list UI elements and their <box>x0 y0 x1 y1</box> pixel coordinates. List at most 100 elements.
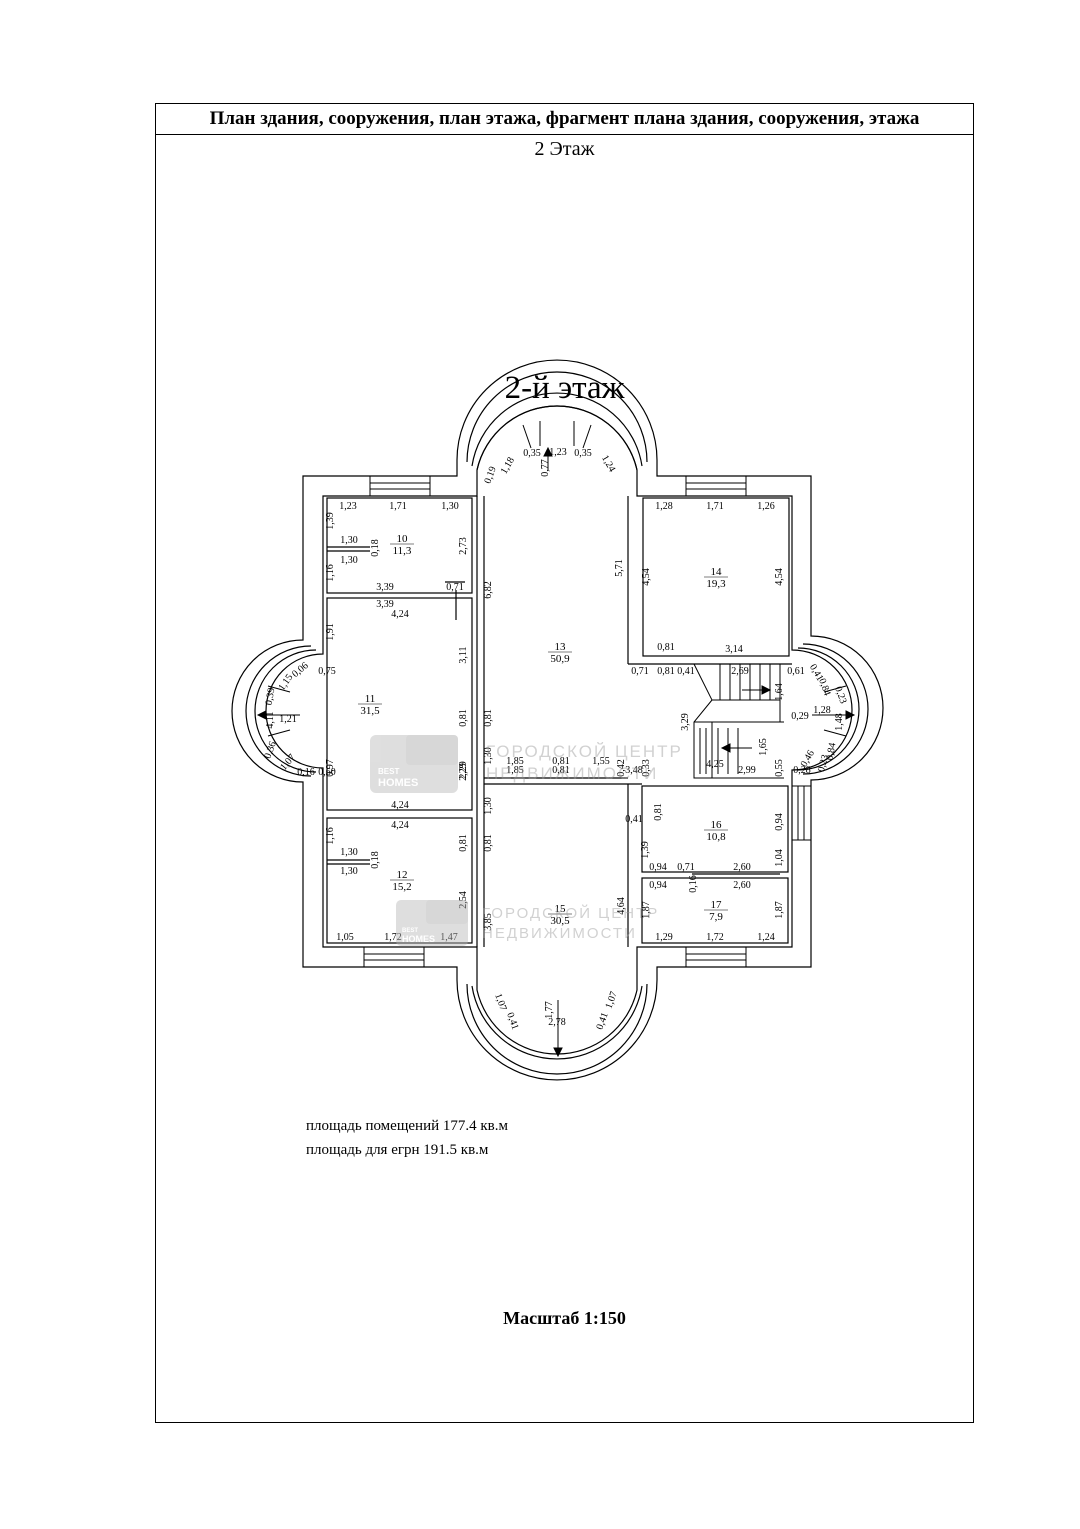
dimension-label: 1,28 <box>655 501 673 512</box>
dimension-label: 0,75 <box>318 666 336 677</box>
dimension-label: 1,71 <box>706 501 724 512</box>
dimension-label: 1,23 <box>339 501 357 512</box>
dimension-label: 0,84 <box>816 677 832 697</box>
dimension-label: 1,07 <box>492 992 508 1012</box>
dimension-label: 0,33 <box>641 759 652 777</box>
dimension-label: 1,26 <box>757 501 775 512</box>
dimension-label: 1,30 <box>441 501 459 512</box>
dimension-label: 0,60 <box>318 767 336 778</box>
dimension-label: 2,73 <box>458 537 469 555</box>
dimension-label: 1,30 <box>340 866 358 877</box>
dimension-label: 0,35 <box>574 448 592 459</box>
room-area: 19,3 <box>706 578 726 590</box>
dimension-label: 4,25 <box>706 759 724 770</box>
dimension-label: 0,41 <box>625 814 643 825</box>
dimension-label: 0,94 <box>774 813 785 831</box>
dimension-label: 4,24 <box>391 609 409 620</box>
dimension-label: 1,48 <box>834 713 845 731</box>
dimension-label: 0,23 <box>816 753 831 773</box>
dimension-label: 0,23 <box>832 685 848 705</box>
dimension-label: 3,29 <box>680 713 691 731</box>
logo-text: HOMES <box>402 934 435 944</box>
dimension-label: 0,81 <box>657 642 675 653</box>
dimension-label: 1,30 <box>340 555 358 566</box>
dimension-label: 2,60 <box>733 880 751 891</box>
room-id: 17 <box>711 899 723 911</box>
watermark-text: НЕДВИЖИМОСТИ <box>486 764 658 783</box>
dimension-label: 0,61 <box>787 666 805 677</box>
dimension-label: 1,07 <box>603 990 619 1010</box>
room-id: 13 <box>555 641 567 653</box>
room-id: 16 <box>711 819 723 831</box>
room-id: 15 <box>555 903 567 915</box>
dimension-label: 0,18 <box>370 851 381 869</box>
dimension-label: 0,29 <box>791 711 809 722</box>
dimension-label: 0,55 <box>774 759 785 777</box>
best-homes-logo <box>370 735 458 793</box>
dimension-label: 0,94 <box>649 862 667 873</box>
dimension-label: 1,87 <box>774 901 785 919</box>
dimension-label: 1,30 <box>483 797 494 815</box>
dimension-label: 1,39 <box>325 512 336 530</box>
dimension-label: 0,41 <box>504 1011 520 1031</box>
dimension-label: 0,16 <box>297 767 315 778</box>
dimension-label: 0,81 <box>483 709 494 727</box>
rooms-area-text: площадь помещений 177.4 кв.м <box>306 1118 508 1134</box>
room-labels: 10 11,3 11 31,5 12 15,2 13 50,9 14 19,3 … <box>358 533 728 927</box>
outer-walls <box>231 359 884 1081</box>
dimension-label: 0,28 <box>793 765 811 776</box>
logo-text: HOMES <box>378 777 418 789</box>
logo-text: BEST <box>378 767 399 776</box>
dimension-label: 1,29 <box>655 932 673 943</box>
dimension-label: 0,71 <box>677 862 695 873</box>
dimension-label: 0,71 <box>631 666 649 677</box>
dimension-label: 1,85 <box>506 765 524 776</box>
dimension-label: 0,81 <box>653 803 664 821</box>
dimension-label: 3,11 <box>458 646 469 663</box>
dimension-label: 0,81 <box>552 765 570 776</box>
dimension-label: 1,55 <box>592 756 610 767</box>
dimension-label: 1,16 <box>325 827 336 845</box>
dimension-label: 5,71 <box>614 559 625 577</box>
document-header: План здания, сооружения, план этажа, фра… <box>156 104 973 135</box>
dimension-label: 6,82 <box>483 581 494 599</box>
dimension-label: 1,65 <box>758 738 769 756</box>
dimension-label: 0,81 <box>657 666 675 677</box>
dimension-label: 1,87 <box>641 901 652 919</box>
dimension-label: 1,30 <box>340 535 358 546</box>
dimension-label: 1,04 <box>774 849 785 867</box>
dimension-label: 0,42 <box>616 759 627 777</box>
dimension-label: 4,54 <box>774 568 785 586</box>
plan-title: 2-й этаж <box>504 370 625 406</box>
dimension-label: 1,71 <box>389 501 407 512</box>
dimension-label: 1,85 <box>506 756 524 767</box>
dimension-label: 4,11 <box>265 711 276 728</box>
dimension-label: 0,35 <box>523 448 541 459</box>
watermark-text: НЕДВИЖИМОСТИ <box>482 925 637 942</box>
room-id: 10 <box>397 533 409 545</box>
floor-label: 2 Этаж <box>534 138 595 160</box>
document-frame: План здания, сооружения, план этажа, фра… <box>155 103 974 1423</box>
dimension-label: 1,24 <box>757 932 775 943</box>
best-homes-logo <box>396 900 468 946</box>
dimension-label: 0,16 <box>688 875 699 893</box>
room-id: 12 <box>397 869 408 881</box>
dimension-label: 3,39 <box>376 599 394 610</box>
watermark-text: ГОРОДСКОЙ ЦЕНТР <box>486 742 683 761</box>
dimension-label: 0,97 <box>325 759 336 777</box>
dimension-label: 3,85 <box>483 913 494 931</box>
dimension-label: 2,99 <box>738 765 756 776</box>
watermark: BEST HOMES ГОРОДСКОЙ ЦЕНТР НЕДВИЖИМОСТИ <box>396 900 657 946</box>
dimension-label: 0,19 <box>482 465 498 485</box>
dimension-label: 1,30 <box>483 747 494 765</box>
dimension-label: 1,23 <box>549 447 567 458</box>
dimension-label: 4,24 <box>391 800 409 811</box>
dimension-label: 0,81 <box>483 834 494 852</box>
dimension-label: 1,30 <box>340 847 358 858</box>
dimension-label: 1,72 <box>706 932 724 943</box>
windows <box>267 421 847 968</box>
watermark: BEST HOMES ГОРОДСКОЙ ЦЕНТР НЕДВИЖИМОСТИ <box>370 735 683 793</box>
dimension-label: 1,21 <box>279 714 297 725</box>
room-area: 30,5 <box>550 915 570 927</box>
room-area: 15,2 <box>392 881 411 893</box>
